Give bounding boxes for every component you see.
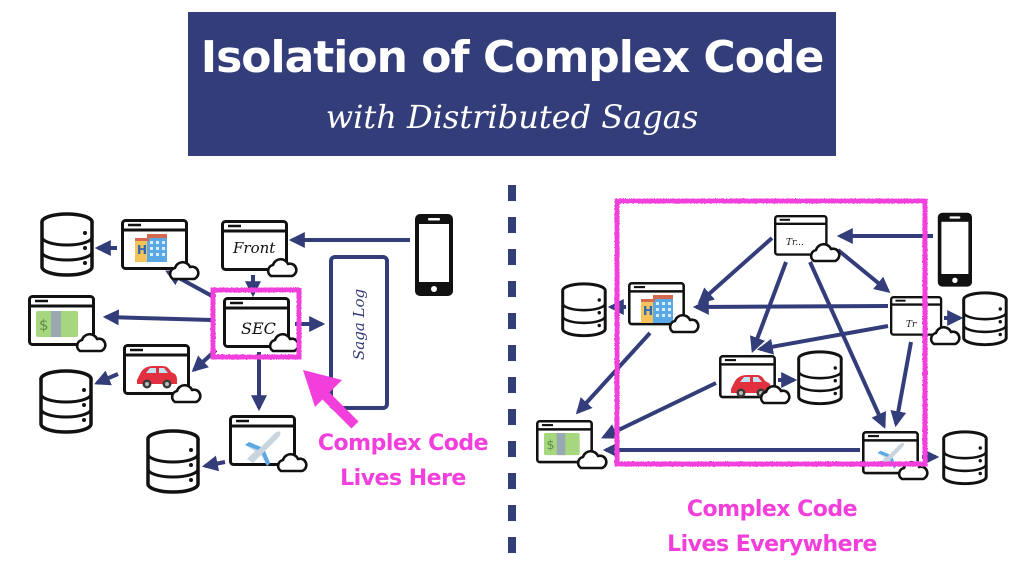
right-panel: Tr... Tr [536, 198, 1008, 486]
database-icon [962, 291, 1008, 347]
arrow-front-to-tr [836, 248, 891, 294]
hotel-icon [641, 295, 673, 323]
database-icon [39, 369, 93, 434]
right-callout-line1: Complex Code [686, 497, 858, 522]
database-icon [942, 430, 988, 486]
service-label: Front [232, 239, 276, 257]
service-flight [862, 430, 929, 481]
service-payment [28, 295, 107, 353]
arrow-car-to-db [94, 370, 119, 386]
phone-icon [937, 212, 972, 287]
service-hotel [628, 281, 700, 334]
page-title: Isolation of Complex Code [200, 32, 825, 83]
everywhere-highlight-box [614, 198, 928, 467]
left-panel: Front SEC Saga Log [28, 212, 453, 494]
arrow-front-to-hotel [697, 236, 774, 305]
title-banner: Isolation of Complex Code with Distribut… [188, 12, 836, 156]
right-callout-line2: Lives Everywhere [667, 532, 877, 557]
arrow-tr-to-car [756, 324, 889, 355]
hotel-icon [135, 234, 167, 262]
right-callout: Complex Code Lives Everywhere [650, 492, 894, 562]
money-icon [36, 311, 78, 337]
sec-highlight-box [210, 287, 302, 360]
arrow-car-to-payment [601, 381, 717, 439]
service-label: SEC [241, 319, 276, 338]
left-callout-line1: Complex Code [317, 431, 489, 456]
database-icon [797, 350, 843, 406]
arrow-hotel-to-payment [575, 331, 652, 415]
arrow-sec-to-payment [102, 309, 213, 326]
service-front: Tr... [774, 214, 841, 263]
arrow-tr-to-flight [890, 341, 913, 428]
service-flight [229, 415, 308, 473]
service-sec: SEC [223, 297, 300, 353]
service-payment [536, 419, 608, 470]
service-label: Tr... [786, 238, 804, 248]
right-arrows [575, 228, 964, 465]
service-front: Front [221, 220, 298, 278]
page-subtitle: with Distributed Sagas [325, 98, 699, 136]
database-icon [561, 282, 607, 338]
left-callout: Complex Code Lives Here [300, 426, 506, 496]
service-hotel [121, 219, 200, 281]
arrow-front-to-flight [808, 261, 887, 429]
saga-log-label: Saga Log [350, 289, 368, 360]
service-tr: Tr [889, 296, 961, 346]
service-label: Tr [906, 320, 917, 330]
callout-arrow [303, 370, 359, 429]
phone-icon [415, 214, 453, 296]
arrow-flight-to-db [201, 455, 226, 472]
saga-log: Saga Log [329, 255, 389, 410]
money-icon [544, 433, 580, 456]
arrow-tr-to-hotel [692, 298, 889, 315]
left-callout-line2: Lives Here [340, 466, 466, 491]
database-icon [40, 212, 94, 277]
database-icon [146, 429, 200, 494]
service-car [123, 344, 202, 404]
